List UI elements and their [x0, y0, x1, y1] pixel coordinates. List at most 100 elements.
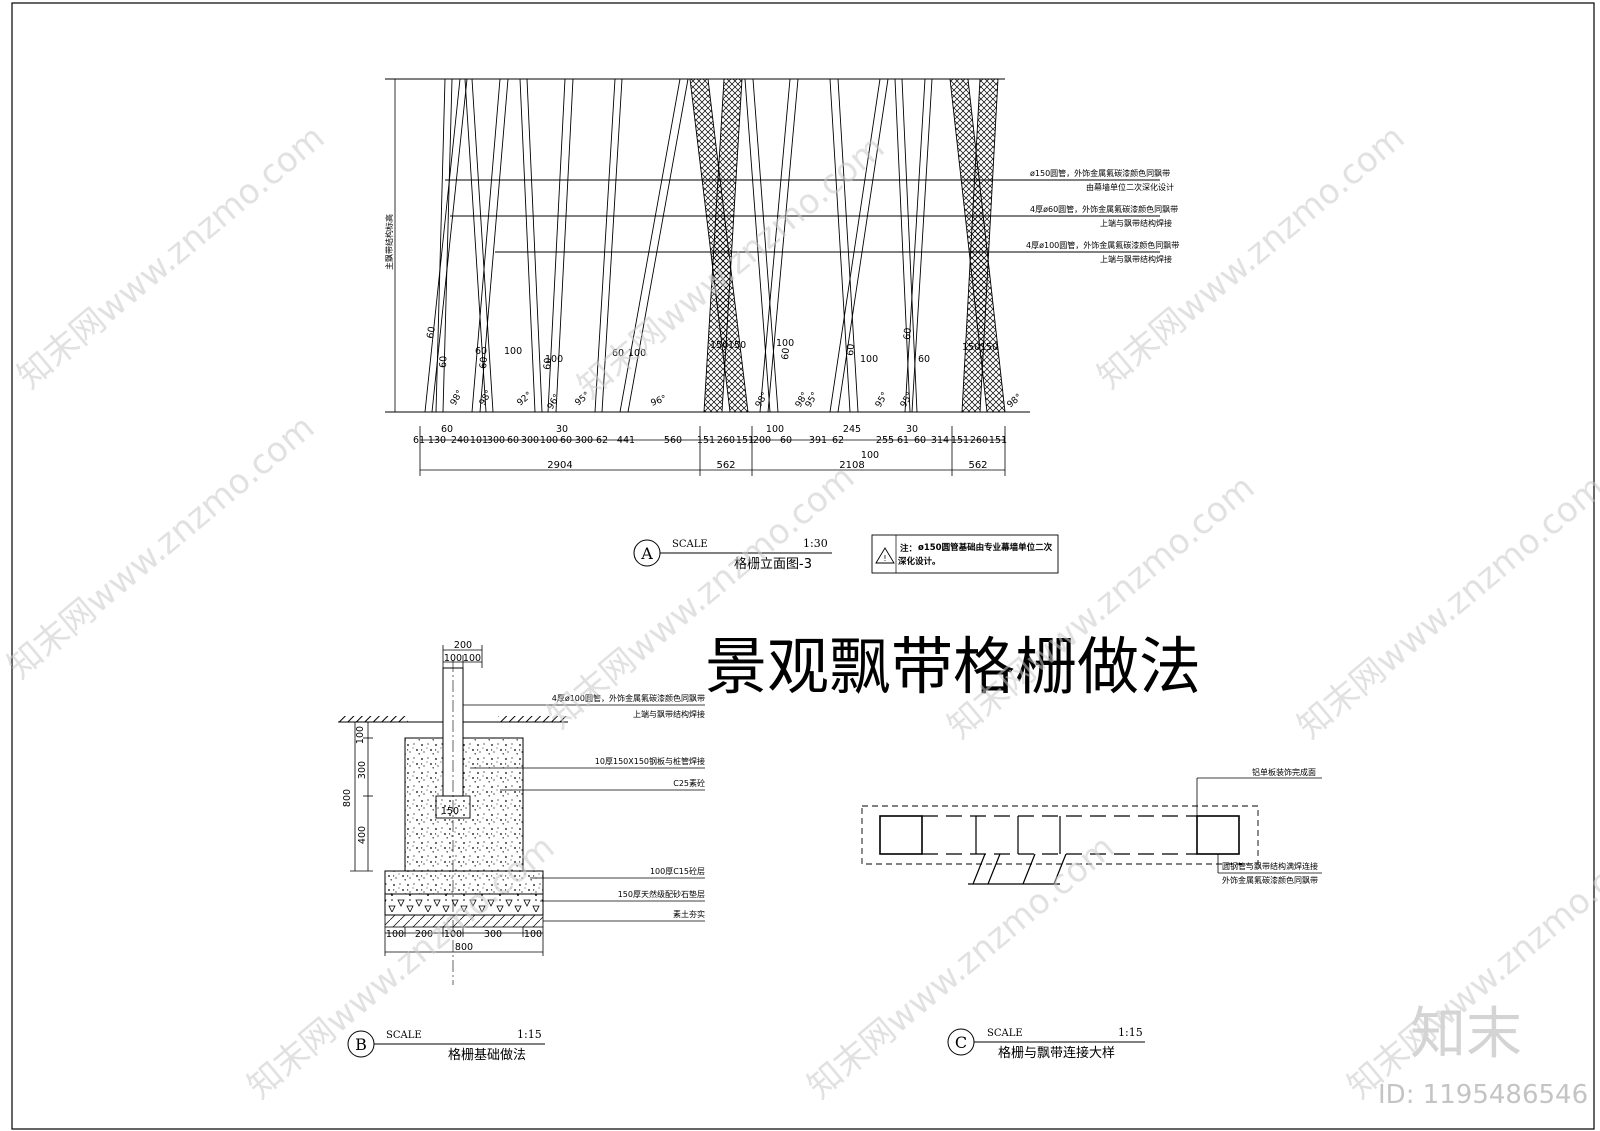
watermark-brand: 知末: [1410, 1002, 1522, 1067]
dim-value: 60: [441, 424, 453, 435]
dim-value: 100: [444, 653, 462, 664]
pipe-label: 150: [980, 342, 998, 353]
dim-value: 260: [717, 435, 735, 446]
dimension-lines: [419, 426, 1006, 476]
large-pipes: [689, 78, 1006, 413]
dim-value: 300: [484, 929, 502, 940]
pipe-label: 60: [475, 346, 487, 357]
dim-value: 100: [540, 435, 558, 446]
svg-text:!: !: [883, 554, 886, 563]
dim-value: 260: [970, 435, 988, 446]
dim-value: 151: [736, 435, 754, 446]
scale-label-a: SCALE: [672, 539, 708, 550]
dim-total: 2108: [839, 460, 864, 471]
dimension-row-2: 2904 562 2108 562: [547, 460, 987, 471]
pipe-label: 60: [845, 343, 857, 356]
dim-value: 200: [753, 435, 771, 446]
scale-label-b: SCALE: [386, 1030, 422, 1041]
scale-value-a: 1:30: [803, 537, 828, 550]
compacted-soil: [384, 914, 544, 928]
dim-value: 30: [556, 424, 568, 435]
dim-value: 60: [914, 435, 926, 446]
angle-label: 92°: [516, 390, 535, 408]
drawing-title-c: 格栅与飘带连接大样: [998, 1045, 1115, 1061]
dim-total: 562: [968, 460, 987, 471]
pipe-label: 60: [542, 357, 554, 370]
dim-value: 151: [697, 435, 715, 446]
callout-60-line1: 4厚ø60圆管，外饰金属氟碳漆颜色同飘带: [1030, 204, 1178, 214]
dim-value: 245: [843, 424, 861, 435]
dim-total: 562: [716, 460, 735, 471]
pipe-label: 60: [438, 356, 449, 368]
foundation-drawing: 200 100 100 100 300 400 800 150 100 200 …: [338, 640, 705, 1063]
pipe-label: 100: [504, 346, 522, 357]
dim-value: 300: [487, 435, 505, 446]
callout-leaders: [445, 179, 1160, 253]
drawing-letter-b: B: [355, 1035, 367, 1054]
watermark-text: 知末网www.znzmo.com: [800, 827, 1122, 1106]
pipe-label: 60: [918, 354, 930, 365]
watermark-text: 知末网www.znzmo.com: [10, 117, 332, 396]
pipe-label: 60: [478, 356, 490, 369]
angle-label: 98°: [449, 389, 466, 408]
dim-value: 300: [357, 761, 368, 779]
pipe-label: 150: [710, 340, 728, 351]
dim-total-height: 800: [342, 789, 353, 807]
sheet-border: [11, 2, 1595, 1130]
dim-value: 400: [357, 826, 368, 844]
scale-value-c: 1:15: [1118, 1026, 1143, 1039]
dim-value: 60: [780, 435, 792, 446]
callout-text: 10厚150X150钢板与桩管焊接: [595, 756, 705, 766]
dim-value: 560: [664, 435, 682, 446]
dim-value: 391: [809, 435, 827, 446]
callout-text: 4厚ø100圆管，外饰金属氟碳漆颜色同飘带: [552, 693, 705, 703]
angle-label: 96°: [650, 394, 668, 409]
pipe-label: 60: [612, 348, 624, 359]
warning-icon: [875, 547, 895, 564]
watermark-text: 知末网www.znzmo.com: [0, 407, 322, 686]
callout-150-line1: ø150圆管，外饰金属氟碳漆颜色同飘带: [1030, 168, 1170, 178]
angle-label: 95°: [574, 390, 593, 408]
angle-label: 95°: [874, 391, 891, 410]
drawing-letter-c: C: [955, 1033, 967, 1052]
dim-total: 2904: [547, 460, 572, 471]
dim-value: 300: [521, 435, 539, 446]
pipe-label: 100: [545, 354, 563, 365]
pipe-size-labels: 60 60 60 100 60 100 60 60 100 150 150 10…: [425, 326, 998, 371]
callout-100-line1: 4厚ø100圆管，外饰金属氟碳漆颜色同飘带: [1026, 240, 1179, 250]
dim-value: 100: [766, 424, 784, 435]
dim-value: 100: [386, 929, 404, 940]
dim-inner: 150: [441, 806, 459, 817]
callout-text: 上端与飘带结构焊接: [633, 709, 705, 719]
drawing-title-b: 格栅基础做法: [448, 1047, 526, 1063]
dim-value: 62: [596, 435, 608, 446]
c15-layer: [384, 870, 544, 895]
pipe-label: 100: [776, 338, 794, 349]
callout-60-line2: 上端与飘带结构焊接: [1100, 218, 1172, 228]
concrete-footing: [404, 737, 524, 872]
angle-label: 98°: [1006, 392, 1025, 410]
dim-value: 130: [428, 435, 446, 446]
title-block-c: C SCALE 1:15 格栅与飘带连接大样: [947, 1026, 1145, 1061]
dim-value: 200: [454, 640, 472, 651]
dim-value: 314: [931, 435, 949, 446]
callout-text: 外饰金属氟碳漆颜色同飘带: [1222, 875, 1318, 885]
scale-value-b: 1:15: [517, 1028, 542, 1041]
pipe-label: 150: [728, 340, 746, 351]
watermark-text: 知末网www.znzmo.com: [940, 467, 1262, 746]
watermark-id: ID: 1195486546: [1378, 1080, 1588, 1110]
connection-drawing: 铝单板装饰完成面 圆钢管与飘带结构满焊连接 外饰金属氟碳漆颜色同飘带 C SCA…: [861, 767, 1322, 1061]
dim-value: 100: [524, 929, 542, 940]
dim-value: 60: [507, 435, 519, 446]
dim-value: 100: [444, 929, 462, 940]
elevation-drawing: 主飘带结构标高: [384, 78, 1179, 574]
height-dimension-label: 主飘带结构标高: [384, 214, 394, 270]
dim-value: 441: [617, 435, 635, 446]
dim-total-width: 800: [455, 942, 473, 953]
title-block-a: A SCALE 1:30 格栅立面图-3: [633, 537, 832, 572]
callout-150-line2: 由幕墙单位二次深化设计: [1086, 182, 1174, 192]
dim-value: 61: [413, 435, 425, 446]
dim-value: 60: [560, 435, 572, 446]
dimension-row-1: 61 130 240 101 300 60 300 100 60 300 62 …: [413, 435, 1007, 446]
